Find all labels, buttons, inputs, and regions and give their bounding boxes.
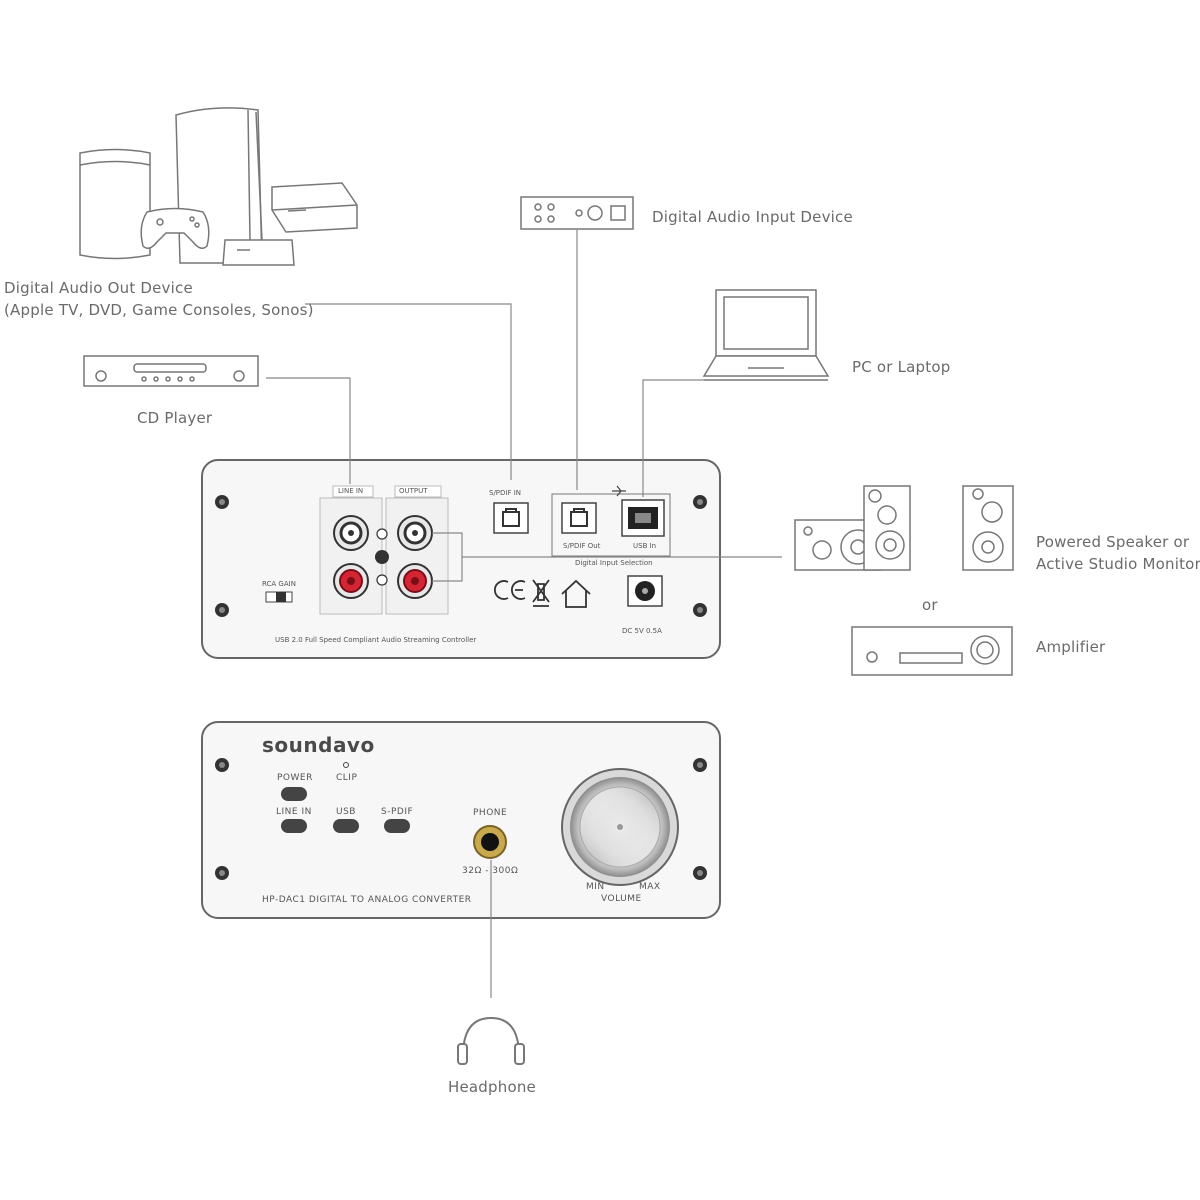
- back-digital-input-selection-label: Digital Input Selection: [575, 559, 653, 567]
- usb-b-in-port: [621, 499, 665, 537]
- cd-player-icon: [83, 355, 259, 387]
- pc-or-laptop-label: PC or Laptop: [852, 358, 951, 376]
- dc-power-jack: [627, 575, 663, 607]
- amplifier-icon: [851, 626, 1013, 676]
- brand-logo: soundavo: [262, 733, 375, 757]
- rca-output-left-jack: [397, 515, 433, 551]
- line-in-label: LINE IN: [276, 807, 312, 817]
- rca-line-in-left-jack: [333, 515, 369, 551]
- spdif-label: S-PDIF: [381, 807, 414, 817]
- usb-label: USB: [336, 807, 356, 817]
- optical-spdif-in-port: [493, 502, 529, 534]
- front-panel: [201, 721, 721, 919]
- back-gain-label: RCA GAIN: [262, 580, 296, 588]
- back-line-in-label: LINE IN: [338, 487, 364, 495]
- optical-spdif-out-port: [561, 502, 597, 534]
- active-studio-monitor-label: Active Studio Monitor: [1036, 555, 1200, 573]
- digital-audio-out-device-examples: (Apple TV, DVD, Game Consoles, Sonos): [4, 301, 314, 319]
- connection-lines: [266, 230, 782, 998]
- power-led: [281, 787, 307, 801]
- usb-led: [333, 819, 359, 833]
- digital-out-to-spdif-in-line: [305, 303, 512, 480]
- rca-output-right-jack: [397, 563, 433, 599]
- volume-label: VOLUME: [601, 894, 642, 904]
- volume-knob[interactable]: [561, 768, 679, 886]
- cd-player-label: CD Player: [137, 409, 213, 427]
- output-to-speakers-line: [432, 532, 782, 582]
- rca-line-in-right-jack: [333, 563, 369, 599]
- phone-label: PHONE: [473, 808, 508, 818]
- volume-min-label: MIN: [586, 882, 605, 892]
- power-label: POWER: [277, 773, 313, 783]
- headphone-label: Headphone: [448, 1078, 536, 1096]
- or-label: or: [922, 596, 938, 614]
- digital-audio-input-device-label: Digital Audio Input Device: [652, 208, 853, 226]
- powered-speakers-icon: [794, 485, 1014, 571]
- amplifier-label: Amplifier: [1036, 638, 1106, 656]
- impedance-label: 32Ω - 300Ω: [462, 866, 519, 876]
- powered-speaker-label: Powered Speaker or: [1036, 533, 1190, 551]
- headphone-jack: [473, 825, 507, 859]
- media-devices-illustration: [79, 107, 358, 266]
- volume-max-label: MAX: [639, 882, 661, 892]
- spdif-led: [384, 819, 410, 833]
- back-panel-caption: USB 2.0 Full Speed Compliant Audio Strea…: [275, 636, 477, 644]
- laptop-icon: [702, 289, 830, 381]
- cd-player-to-line-in-line: [266, 377, 351, 484]
- back-usb-in-label: USB In: [633, 542, 657, 550]
- clip-led: [343, 762, 349, 768]
- line-in-led: [281, 819, 307, 833]
- back-panel: [201, 459, 721, 659]
- model-label: HP-DAC1 DIGITAL TO ANALOG CONVERTER: [262, 895, 472, 905]
- back-spdif-out-label: S/PDIF Out: [563, 542, 601, 550]
- back-output-label: OUTPUT: [399, 487, 428, 495]
- clip-label: CLIP: [336, 773, 358, 783]
- usb-symbol-icon: [612, 485, 626, 497]
- certification-marks-icon: [494, 579, 591, 608]
- headphone-icon: [457, 1016, 525, 1065]
- digital-audio-input-device-icon: [520, 196, 634, 230]
- back-spdif-in-label: S/PDIF IN: [489, 489, 522, 497]
- laptop-to-usb-in-line: [642, 379, 704, 497]
- digital-audio-out-device-label: Digital Audio Out Device: [4, 279, 193, 297]
- back-dc-label: DC 5V 0.5A: [622, 627, 662, 635]
